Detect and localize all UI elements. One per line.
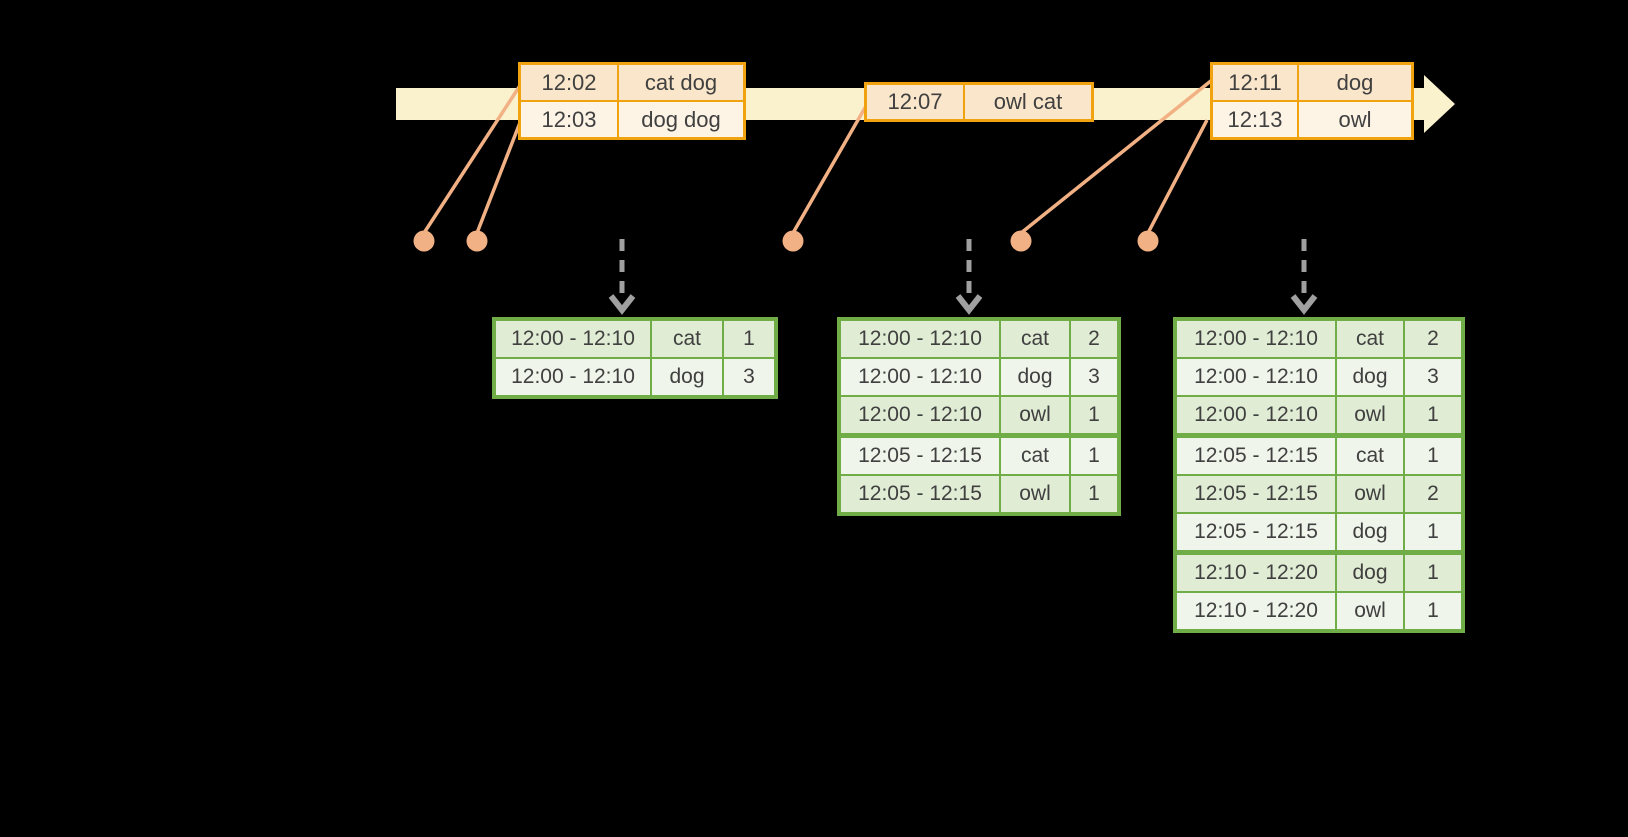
- result-word-cell: cat: [999, 433, 1071, 476]
- result-word-cell: dog: [1335, 357, 1405, 397]
- event-words-cell: owl cat: [963, 82, 1094, 122]
- result-word-cell: owl: [1335, 395, 1405, 437]
- event-row: 12:11 dog: [1210, 62, 1414, 102]
- event-dot: [1010, 230, 1032, 252]
- event-time-cell: 12:11: [1210, 62, 1299, 102]
- result-row: 12:05 - 12:15 cat 1: [1174, 433, 1464, 476]
- event-table: 12:07 owl cat: [864, 82, 1094, 122]
- event-time-cell: 12:02: [518, 62, 619, 102]
- result-row: 12:00 - 12:10 owl 1: [838, 395, 1120, 437]
- dot-connector-line: [475, 119, 523, 234]
- event-words-cell: dog dog: [617, 100, 746, 140]
- result-row: 12:05 - 12:15 owl 2: [1174, 474, 1464, 514]
- result-window-cell: 12:10 - 12:20: [1174, 591, 1337, 632]
- event-dot: [413, 230, 435, 252]
- result-word-cell: owl: [999, 474, 1071, 515]
- result-count-cell: 1: [722, 318, 777, 359]
- result-word-cell: owl: [1335, 591, 1405, 632]
- result-row: 12:00 - 12:10 cat 1: [493, 318, 777, 359]
- result-window-cell: 12:00 - 12:10: [1174, 318, 1337, 359]
- event-row: 12:03 dog dog: [518, 100, 746, 140]
- trigger-arrow-head: [608, 294, 636, 315]
- result-row: 12:00 - 12:10 owl 1: [1174, 395, 1464, 437]
- result-word-cell: dog: [1335, 512, 1405, 554]
- result-count-cell: 1: [1069, 474, 1120, 515]
- result-word-cell: owl: [999, 395, 1071, 437]
- event-words-cell: owl: [1297, 100, 1414, 140]
- result-window-cell: 12:00 - 12:10: [1174, 357, 1337, 397]
- result-window-cell: 12:00 - 12:10: [838, 318, 1001, 359]
- result-window-cell: 12:05 - 12:15: [1174, 433, 1337, 476]
- event-row: 12:07 owl cat: [864, 82, 1094, 122]
- result-window-cell: 12:05 - 12:15: [838, 433, 1001, 476]
- result-table: 12:00 - 12:10 cat 2 12:00 - 12:10 dog 3 …: [837, 317, 1121, 516]
- result-row: 12:05 - 12:15 cat 1: [838, 433, 1120, 476]
- result-count-cell: 1: [1403, 433, 1464, 476]
- result-window-cell: 12:10 - 12:20: [1174, 550, 1337, 593]
- event-row: 12:13 owl: [1210, 100, 1414, 140]
- result-window-cell: 12:00 - 12:10: [493, 318, 652, 359]
- result-word-cell: owl: [1335, 474, 1405, 514]
- event-dot: [1137, 230, 1159, 252]
- dot-connector-line: [1019, 78, 1214, 235]
- result-word-cell: dog: [1335, 550, 1405, 593]
- result-word-cell: dog: [999, 357, 1071, 397]
- event-time-cell: 12:07: [864, 82, 965, 122]
- event-table: 12:02 cat dog 12:03 dog dog: [518, 62, 746, 140]
- event-time-cell: 12:03: [518, 100, 619, 140]
- result-window-cell: 12:00 - 12:10: [838, 395, 1001, 437]
- result-count-cell: 3: [1069, 357, 1120, 397]
- result-word-cell: cat: [999, 318, 1071, 359]
- result-word-cell: dog: [650, 357, 724, 398]
- result-table: 12:00 - 12:10 cat 1 12:00 - 12:10 dog 3: [492, 317, 778, 399]
- result-count-cell: 2: [1069, 318, 1120, 359]
- result-window-cell: 12:00 - 12:10: [838, 357, 1001, 397]
- result-window-cell: 12:05 - 12:15: [838, 474, 1001, 515]
- result-count-cell: 1: [1069, 433, 1120, 476]
- result-word-cell: cat: [1335, 318, 1405, 359]
- result-count-cell: 1: [1403, 591, 1464, 632]
- event-time-cell: 12:13: [1210, 100, 1299, 140]
- result-count-cell: 1: [1069, 395, 1120, 437]
- dot-connector-line: [791, 105, 868, 234]
- result-row: 12:10 - 12:20 dog 1: [1174, 550, 1464, 593]
- result-row: 12:00 - 12:10 cat 2: [1174, 318, 1464, 359]
- result-count-cell: 2: [1403, 474, 1464, 514]
- result-count-cell: 2: [1403, 318, 1464, 359]
- event-table: 12:11 dog 12:13 owl: [1210, 62, 1414, 140]
- result-row: 12:10 - 12:20 owl 1: [1174, 591, 1464, 632]
- result-window-cell: 12:00 - 12:10: [493, 357, 652, 398]
- result-row: 12:00 - 12:10 cat 2: [838, 318, 1120, 359]
- event-row: 12:02 cat dog: [518, 62, 746, 102]
- result-word-cell: cat: [650, 318, 724, 359]
- result-table: 12:00 - 12:10 cat 2 12:00 - 12:10 dog 3 …: [1173, 317, 1465, 633]
- result-row: 12:00 - 12:10 dog 3: [493, 357, 777, 398]
- result-row: 12:00 - 12:10 dog 3: [838, 357, 1120, 397]
- result-count-cell: 1: [1403, 512, 1464, 554]
- result-window-cell: 12:05 - 12:15: [1174, 474, 1337, 514]
- result-word-cell: cat: [1335, 433, 1405, 476]
- event-words-cell: cat dog: [617, 62, 746, 102]
- result-window-cell: 12:00 - 12:10: [1174, 395, 1337, 437]
- trigger-arrow-head: [1290, 294, 1318, 315]
- result-count-cell: 1: [1403, 395, 1464, 437]
- result-count-cell: 3: [1403, 357, 1464, 397]
- result-row: 12:05 - 12:15 owl 1: [838, 474, 1120, 515]
- result-count-cell: 3: [722, 357, 777, 398]
- result-window-cell: 12:05 - 12:15: [1174, 512, 1337, 554]
- event-dot: [782, 230, 804, 252]
- dot-connector-line: [422, 83, 523, 234]
- result-row: 12:00 - 12:10 dog 3: [1174, 357, 1464, 397]
- result-row: 12:05 - 12:15 dog 1: [1174, 512, 1464, 554]
- trigger-arrow-head: [955, 294, 983, 315]
- event-dot: [466, 230, 488, 252]
- dot-connector-line: [1146, 119, 1209, 234]
- result-count-cell: 1: [1403, 550, 1464, 593]
- event-words-cell: dog: [1297, 62, 1414, 102]
